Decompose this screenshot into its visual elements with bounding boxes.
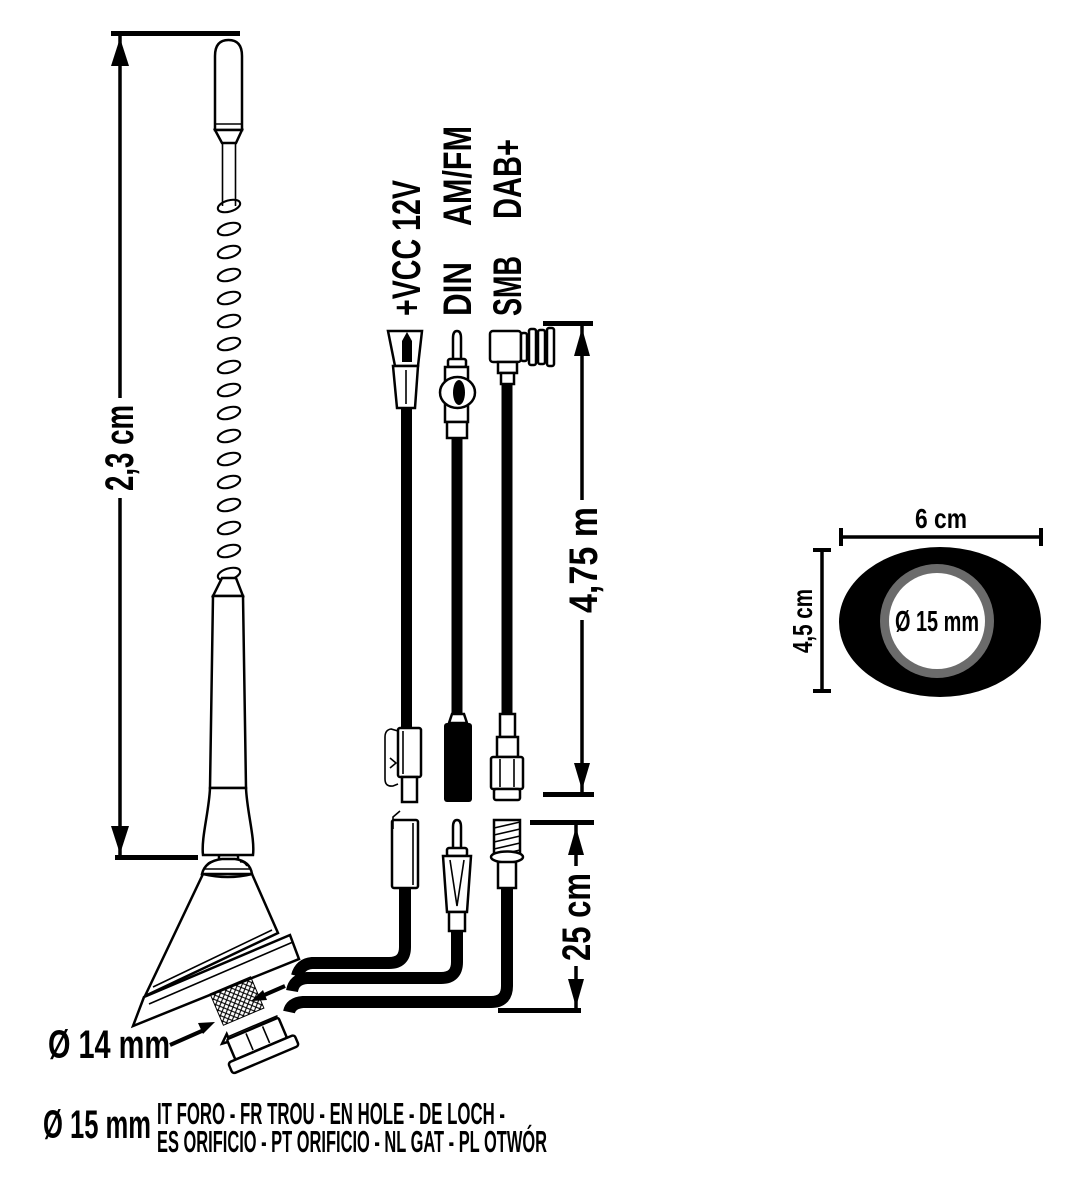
- cable-power: [291, 329, 424, 978]
- cable-length-dimension: 4,75 m: [543, 321, 606, 797]
- legend-line2: ES ORIFICIO - PT ORIFICIO - NL GAT - PL …: [157, 1123, 547, 1159]
- din-connector-label: DIN: [436, 262, 480, 316]
- cable-din: [286, 329, 477, 993]
- mast-spiral: [215, 196, 243, 584]
- hole-diameter-label: Ø 15 mm: [43, 1103, 151, 1147]
- stud-diameter-label: Ø 14 mm: [48, 1023, 170, 1067]
- smb-signal-label: DAB+: [486, 139, 530, 219]
- hole-circle: [889, 573, 985, 669]
- smb-plug-top: [488, 326, 556, 386]
- hole-width-dimension: 6 cm: [839, 503, 1043, 546]
- mast-height-dimension: 2,3 cm: [98, 31, 240, 860]
- cable-length-label: 4,75 m: [562, 507, 606, 613]
- power-connector-short: [390, 810, 420, 890]
- power-cable-label: +VCC 12V: [385, 180, 429, 316]
- mast-lower: [201, 576, 255, 857]
- smb-connector-label: SMB: [486, 256, 530, 316]
- din-signal-label: AM/FM: [436, 126, 480, 226]
- stud-arrow-lower: [169, 1022, 215, 1047]
- power-connector-female: [384, 726, 423, 804]
- base-cone: [142, 872, 280, 999]
- hole-height-dimension: 4,5 cm: [787, 548, 831, 693]
- power-plug-top: [386, 329, 424, 410]
- smb-connector-male: [489, 712, 525, 802]
- base-collar: [200, 853, 254, 876]
- mast-height-label: 2,3 cm: [98, 405, 142, 491]
- cable-smb: [283, 326, 556, 1014]
- mounting-nut: [219, 1014, 300, 1075]
- smb-connector-short: [489, 818, 525, 890]
- antenna-base: [130, 853, 301, 1075]
- din-plug-top: [438, 329, 477, 440]
- short-cable-dimension: 25 cm: [498, 820, 599, 1013]
- smb-cable-short: [283, 888, 513, 1014]
- hole-height-label: 4,5 cm: [787, 589, 818, 653]
- mounting-plate: [130, 933, 301, 1029]
- cable-labels: +VCC 12V DIN AM/FM SMB DAB+: [385, 126, 530, 316]
- roof-hole-diagram: Ø 15 mm 6 cm 4,5 cm: [787, 503, 1043, 697]
- din-connector-female: [444, 712, 472, 802]
- legend-line1: IT FORO - FR TROU - EN HOLE - DE LOCH -: [157, 1096, 505, 1131]
- hole-width-label: 6 cm: [915, 503, 967, 534]
- din-cable-short: [286, 931, 463, 993]
- din-connector-short: [441, 818, 473, 933]
- threaded-stud: [209, 976, 265, 1026]
- stud-arrow-upper: [251, 984, 286, 1001]
- mast-tip: [212, 38, 244, 206]
- short-cable-length-label: 25 cm: [555, 873, 599, 961]
- antenna-mast: [201, 38, 255, 857]
- hole-center-diameter-label: Ø 15 mm: [895, 606, 979, 638]
- power-cable-short: [291, 888, 411, 978]
- hole-translations-legend: IT FORO - FR TROU - EN HOLE - DE LOCH - …: [157, 1096, 547, 1159]
